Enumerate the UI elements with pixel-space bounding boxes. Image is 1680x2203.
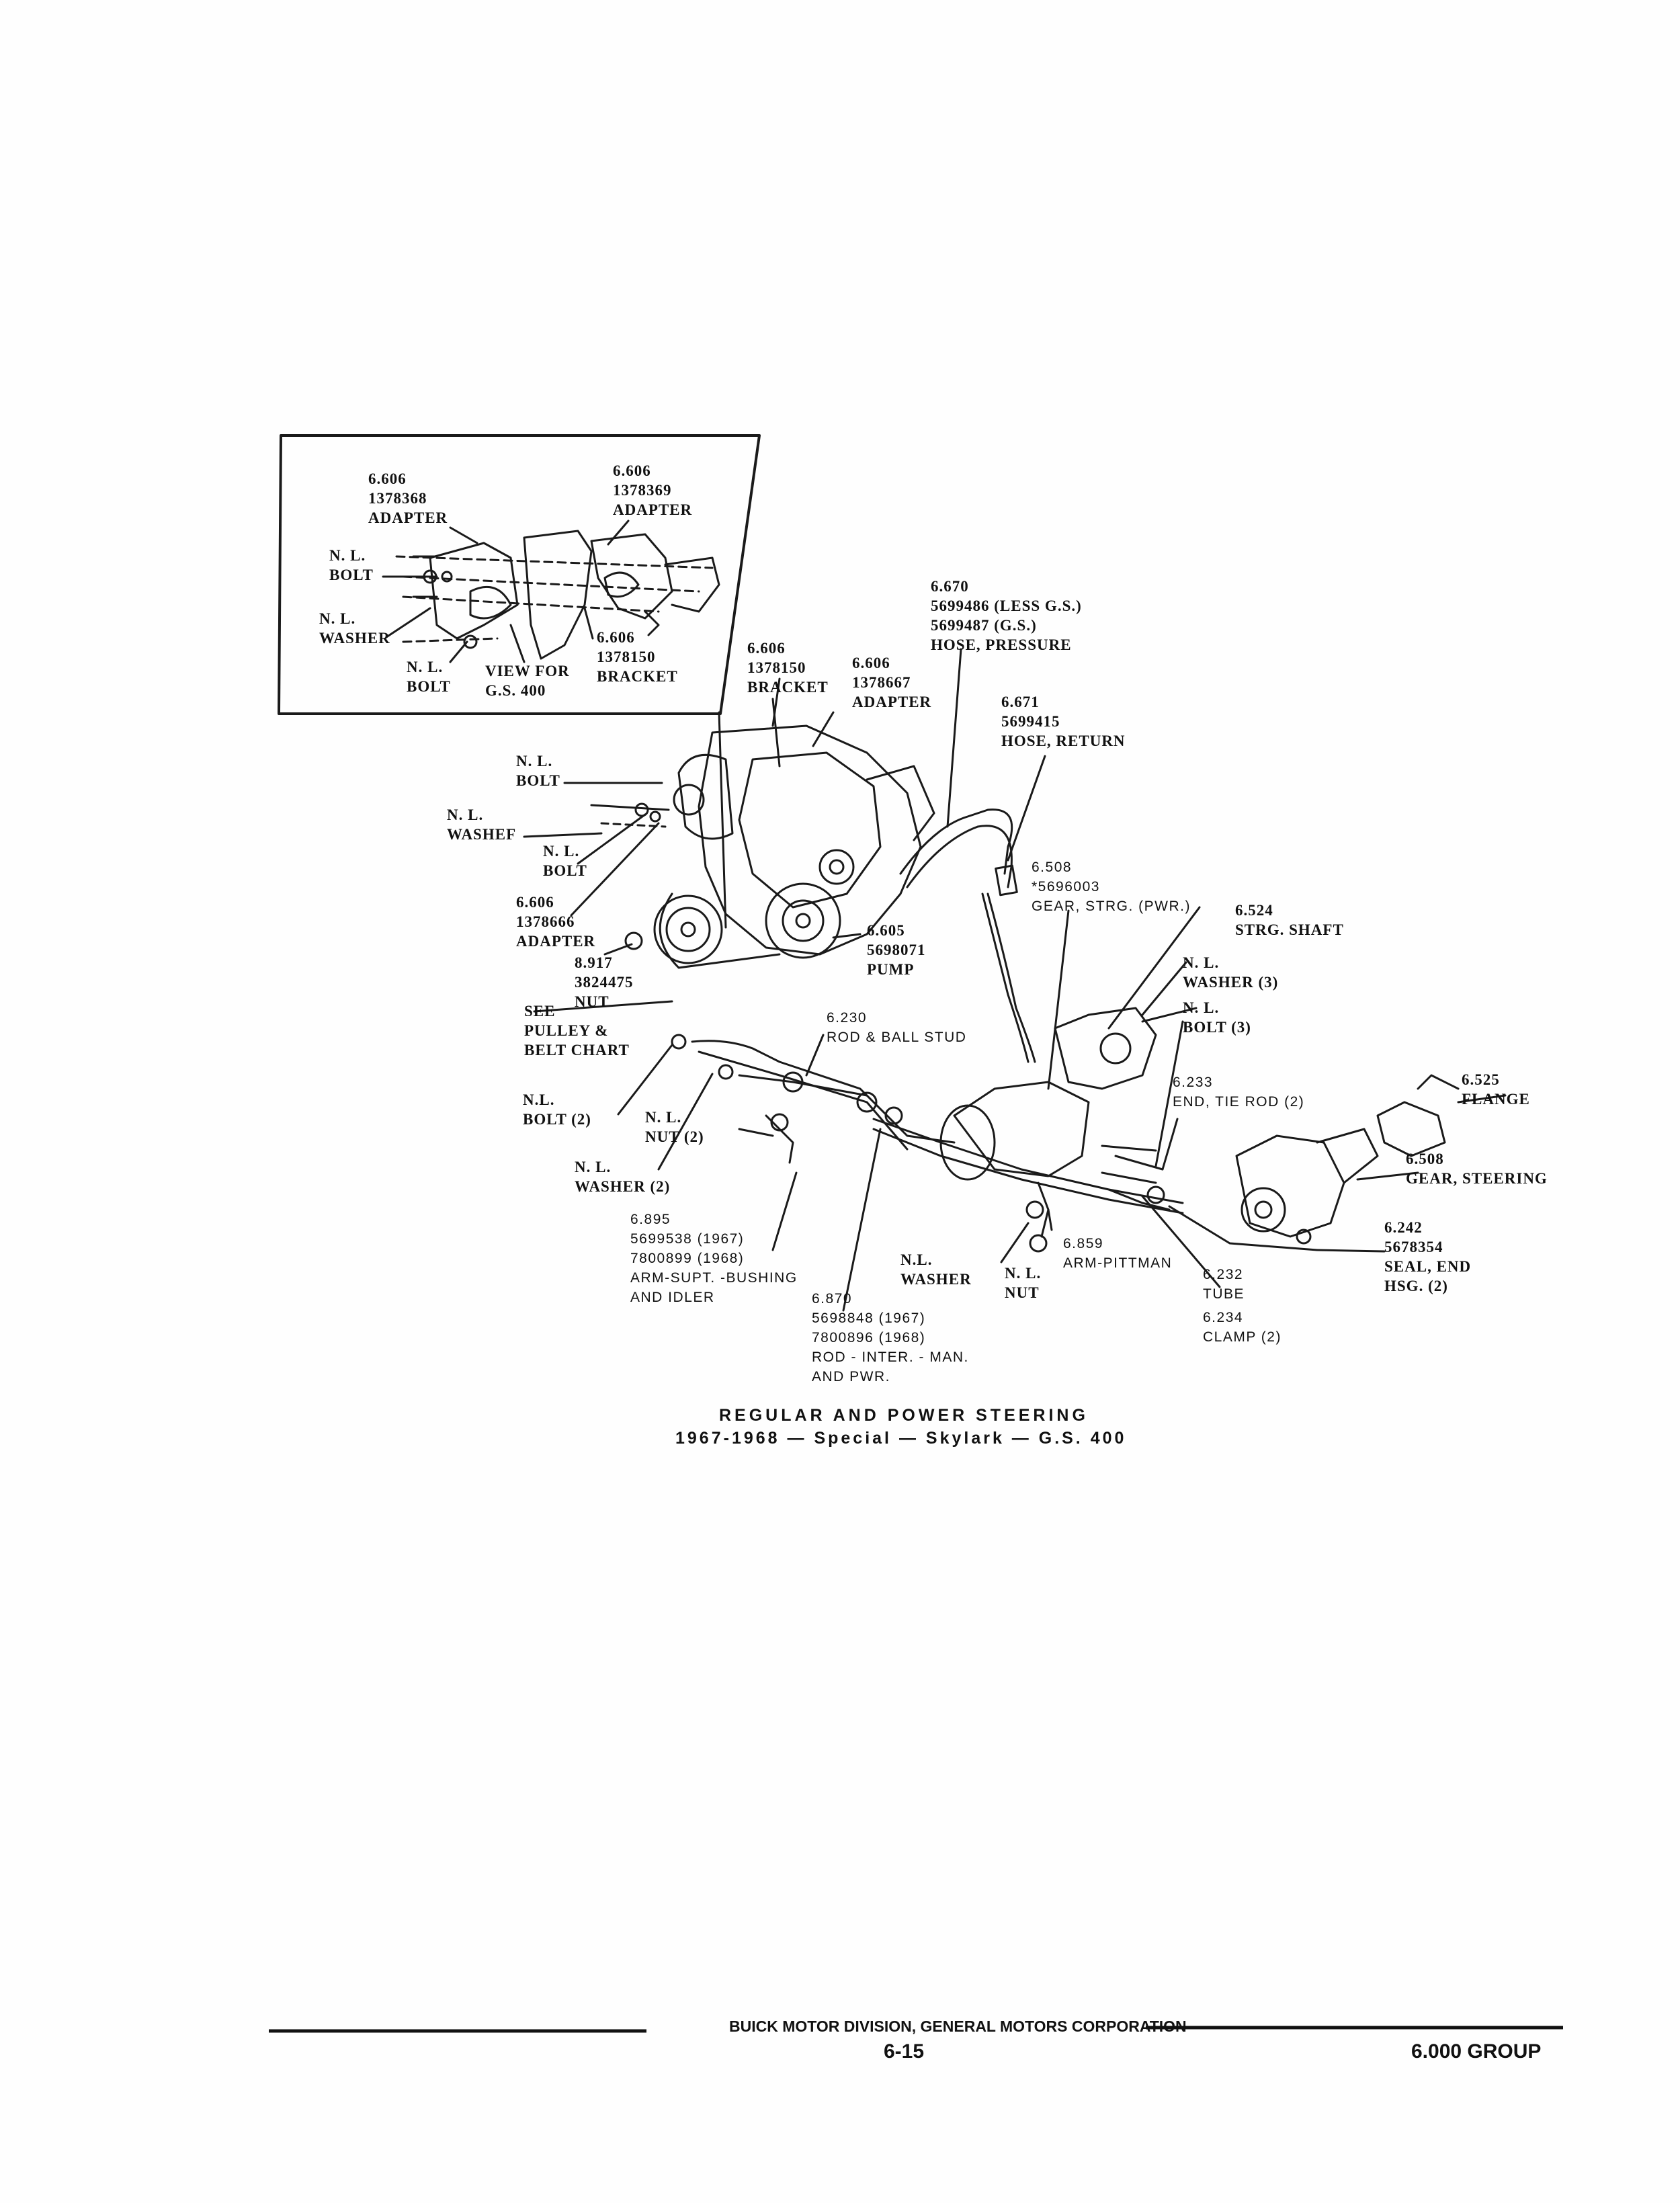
nl-bolt-3-label: N. L.BOLT (3) [1183, 999, 1251, 1036]
footer-division: BUICK MOTOR DIVISION, GENERAL MOTORS COR… [729, 2018, 1187, 2035]
diagram-caption-title: REGULAR AND POWER STEERING [719, 1406, 1089, 1425]
nl-bolt-2x-label: N.L.BOLT (2) [523, 1091, 591, 1128]
nl-nut-low-label: N. L.NUT [1005, 1265, 1042, 1301]
inset-nl-bolt-lower-label: N. L.BOLT [407, 659, 451, 695]
inset-nl-washer-label: N. L.WASHER [319, 610, 390, 647]
nl-nut-2x-label: N. L.NUT (2) [645, 1109, 704, 1145]
nl-washer-1-label: N. L.WASHEF [447, 806, 517, 843]
nl-washer-3-label: N. L.WASHER (3) [1183, 954, 1279, 991]
engine-pump-drawing [523, 648, 1046, 1063]
steering-gear-drawing [939, 906, 1201, 1184]
nl-bolt-1-label: N. L.BOLT [516, 753, 560, 789]
nl-bolt-2-label: N. L.BOLT [543, 843, 587, 879]
inset-nl-bolt-upper-label: N. L.BOLT [329, 547, 374, 583]
nl-washer-low-label: N.L.WASHER [900, 1251, 972, 1288]
inset-bracket-drawing [382, 519, 720, 663]
inset-frame [278, 434, 761, 715]
footer-group: 6.000 GROUP [1411, 2040, 1542, 2063]
nl-washer-2x-label: N. L.WASHER (2) [575, 1159, 671, 1195]
footer-page-number: 6-15 [884, 2040, 925, 2063]
diagram-caption-subtitle: 1967-1968 — Special — Skylark — G.S. 400 [675, 1429, 1127, 1448]
steering-linkage-drawing [617, 1034, 1318, 1312]
manual-gear-drawing [1235, 1074, 1507, 1253]
